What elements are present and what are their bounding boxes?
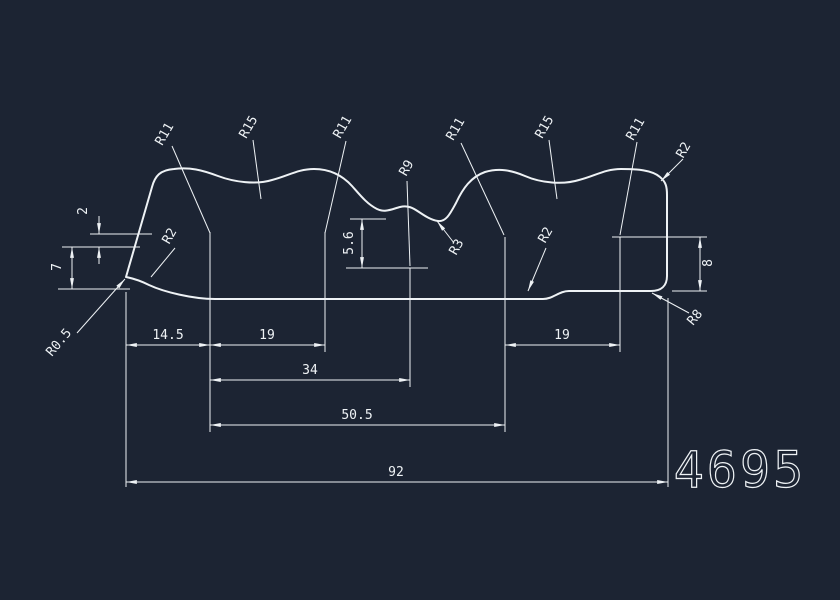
dimension-labels: 14.5 19 19 34 50.5 92 2 7 5.6 8 <box>50 207 716 480</box>
radius-label-r8: R8 <box>685 307 707 329</box>
dim-label-5-6: 5.6 <box>342 231 357 254</box>
radius-label-r2-top-right: R2 <box>674 140 695 161</box>
radius-label-r2-left: R2 <box>160 226 181 247</box>
radius-label-r15-1: R15 <box>237 113 262 141</box>
leader-lines <box>76 139 690 334</box>
leader-r2-left <box>150 247 176 278</box>
leader-r11-2 <box>324 140 347 234</box>
extension-lines <box>58 218 707 487</box>
dim-label-92: 92 <box>388 465 404 480</box>
leader-r11-1 <box>171 145 211 234</box>
leader-r15-2 <box>548 139 558 200</box>
leader-r9 <box>406 180 411 267</box>
leader-r3 <box>436 220 455 244</box>
leader-r11-4 <box>619 141 638 236</box>
leader-r2-top-right <box>660 158 684 182</box>
leader-r8 <box>651 292 690 314</box>
leader-r0-5 <box>76 278 126 334</box>
dim-label-34: 34 <box>302 363 318 378</box>
radius-label-r11-2: R11 <box>331 113 356 141</box>
dim-label-50-5: 50.5 <box>341 408 372 423</box>
radius-label-r15-2: R15 <box>533 113 558 141</box>
radius-label-r3: R3 <box>447 237 468 258</box>
radius-label-r11-3: R11 <box>444 115 469 143</box>
dim-label-19-right: 19 <box>554 328 570 343</box>
part-profile-outline <box>125 167 668 300</box>
leader-r15-1 <box>252 139 262 200</box>
radius-label-r9: R9 <box>397 158 418 179</box>
leader-r2-right <box>527 247 547 292</box>
radius-label-r2-right: R2 <box>536 225 557 246</box>
leader-r11-3 <box>460 142 505 236</box>
dim-label-2: 2 <box>76 207 91 215</box>
radius-label-r0-5: R0.5 <box>44 326 76 360</box>
dim-label-8: 8 <box>701 259 716 267</box>
dim-label-14-5: 14.5 <box>152 328 183 343</box>
radius-label-r11-1: R11 <box>153 120 178 148</box>
dim-label-19-left: 19 <box>259 328 275 343</box>
dim-label-7: 7 <box>50 263 65 271</box>
radius-label-r11-4: R11 <box>624 115 649 143</box>
dimension-lines <box>70 216 702 484</box>
radius-labels: R11 R15 R11 R9 R11 R15 R11 R2 R2 R2 R3 R… <box>44 113 707 359</box>
part-number: 4695 <box>674 441 806 499</box>
